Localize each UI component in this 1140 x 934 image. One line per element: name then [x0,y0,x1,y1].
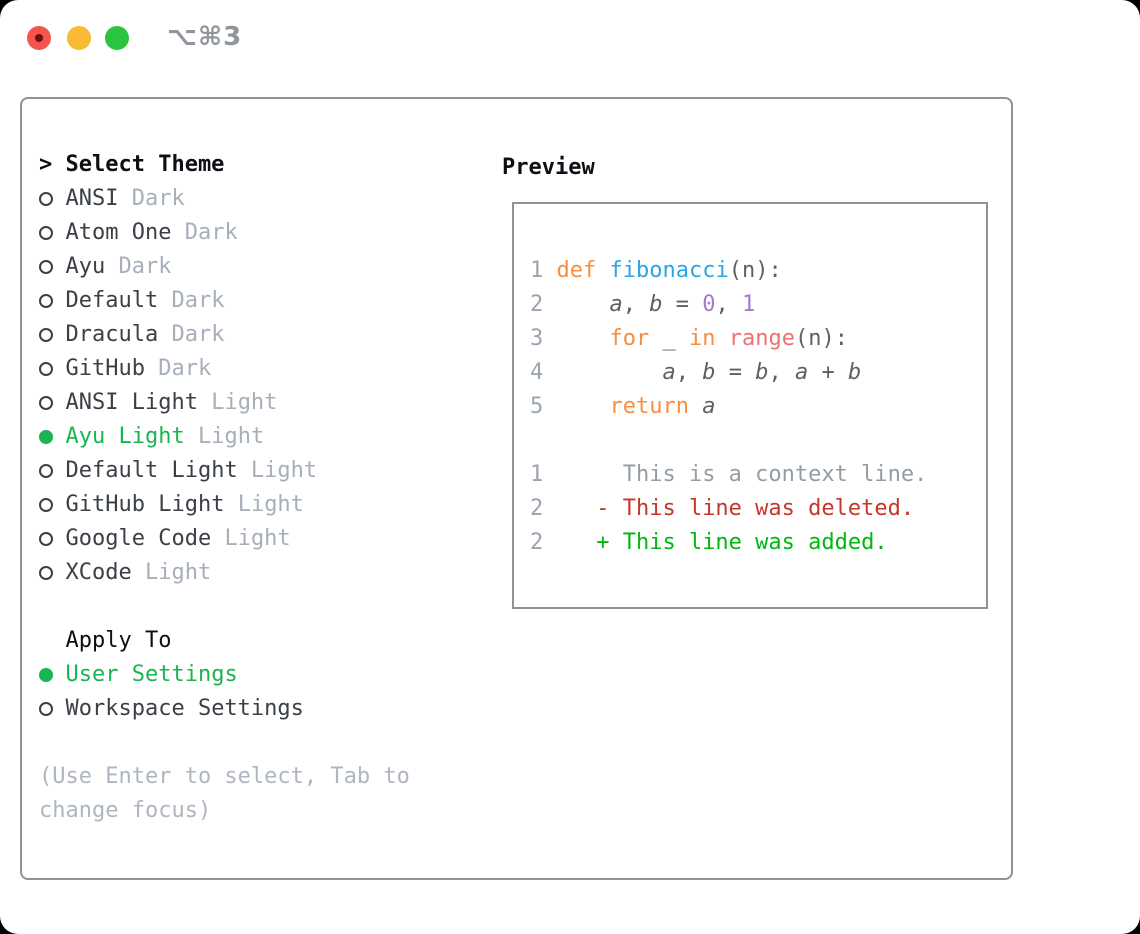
apply-to-title: Apply To [65,628,172,653]
theme-variant-tag: Light [211,526,291,551]
theme-variant-tag: Light [197,390,278,415]
theme-option-xcode[interactable]: XCode Light [39,556,410,590]
maximize-button[interactable] [105,26,129,50]
apply-option-label: User Settings [65,662,238,687]
theme-variant-tag: Light [237,458,318,483]
code-line: 2 + This line was added. [530,530,888,555]
code-line: 1 def fibonacci(n): [530,258,782,283]
theme-name: Ayu Light [65,424,185,449]
theme-name: Ayu [65,254,106,279]
theme-option-github-light[interactable]: GitHub Light Light [39,488,410,522]
theme-name: ANSI [65,186,119,211]
theme-name: XCode [65,560,132,585]
theme-name: GitHub Light [65,492,225,517]
theme-option-default-light[interactable]: Default Light Light [39,454,410,488]
radio-unselected-icon [39,294,66,308]
theme-name: Atom One [65,220,172,245]
code-line: 2 - This line was deleted. [530,496,915,521]
theme-name: Default [65,288,159,313]
hint-text-line-1: (Use Enter to select, Tab to [39,764,410,789]
theme-option-default[interactable]: Default Dark [39,284,410,318]
radio-unselected-icon [39,328,66,342]
apply-option-workspace-settings[interactable]: Workspace Settings [39,692,410,726]
theme-option-dracula[interactable]: Dracula Dark [39,318,410,352]
code-blank-line [530,424,986,458]
theme-option-google-code[interactable]: Google Code Light [39,522,410,556]
theme-option-github[interactable]: GitHub Dark [39,352,410,386]
apply-option-label: Workspace Settings [65,696,304,721]
code-line: 3 for _ in range(n): [530,326,848,351]
radio-unselected-icon [39,464,66,478]
theme-option-ansi[interactable]: ANSI Dark [39,182,410,216]
code-line: 1 This is a context line. [530,462,928,487]
radio-unselected-icon [39,260,66,274]
radio-unselected-icon [39,396,66,410]
radio-unselected-icon [39,192,66,206]
spacer-row [39,590,410,624]
radio-selected-icon [39,430,66,444]
radio-unselected-icon [39,566,66,580]
hint-text-line-2: change focus) [39,798,212,823]
radio-unselected-icon [39,362,66,376]
theme-list-title: > Select Theme [39,152,225,177]
theme-variant-tag: Light [224,492,304,517]
theme-variant-tag: Light [184,424,265,449]
theme-variant-tag: Light [131,560,212,585]
theme-option-ayu[interactable]: Ayu Dark [39,250,410,284]
radio-unselected-icon [39,226,66,240]
theme-variant-tag: Dark [158,288,225,313]
window-titlebar: ⌥⌘3 [0,0,1140,76]
theme-option-atom-one[interactable]: Atom One Dark [39,216,410,250]
theme-name: GitHub [65,356,145,381]
theme-variant-tag: Dark [171,220,238,245]
code-line: 4 a, b = b, a + b [530,360,862,385]
code-line: 5 return a [530,394,716,419]
preview-pane: 1 def fibonacci(n): 2 a, b = 0, 1 3 for _ … [512,202,988,609]
theme-variant-tag: Dark [118,186,185,211]
theme-variant-tag: Dark [144,356,212,381]
radio-unselected-icon [39,498,66,512]
code-preview: 1 def fibonacci(n): 2 a, b = 0, 1 3 for _ … [514,204,986,560]
close-button[interactable] [27,26,51,50]
window-shortcut-label: ⌥⌘3 [167,22,243,52]
radio-unselected-icon [39,702,66,716]
theme-name: Default Light [65,458,238,483]
code-line: 2 a, b = 0, 1 [530,292,756,317]
close-button-dot [35,34,43,42]
theme-variant-tag: Dark [105,254,172,279]
radio-selected-icon [39,668,66,682]
theme-name: Google Code [65,526,212,551]
theme-name: Dracula [65,322,159,347]
theme-option-ansi-light[interactable]: ANSI Light Light [39,386,410,420]
theme-name: ANSI Light [65,390,198,415]
radio-unselected-icon [39,532,66,546]
preview-title: Preview [502,155,595,180]
theme-option-ayu-light[interactable]: Ayu Light Light [39,420,410,454]
theme-variant-tag: Dark [158,322,225,347]
minimize-button[interactable] [67,26,91,50]
spacer-row [39,726,410,760]
apply-option-user-settings[interactable]: User Settings [39,658,410,692]
